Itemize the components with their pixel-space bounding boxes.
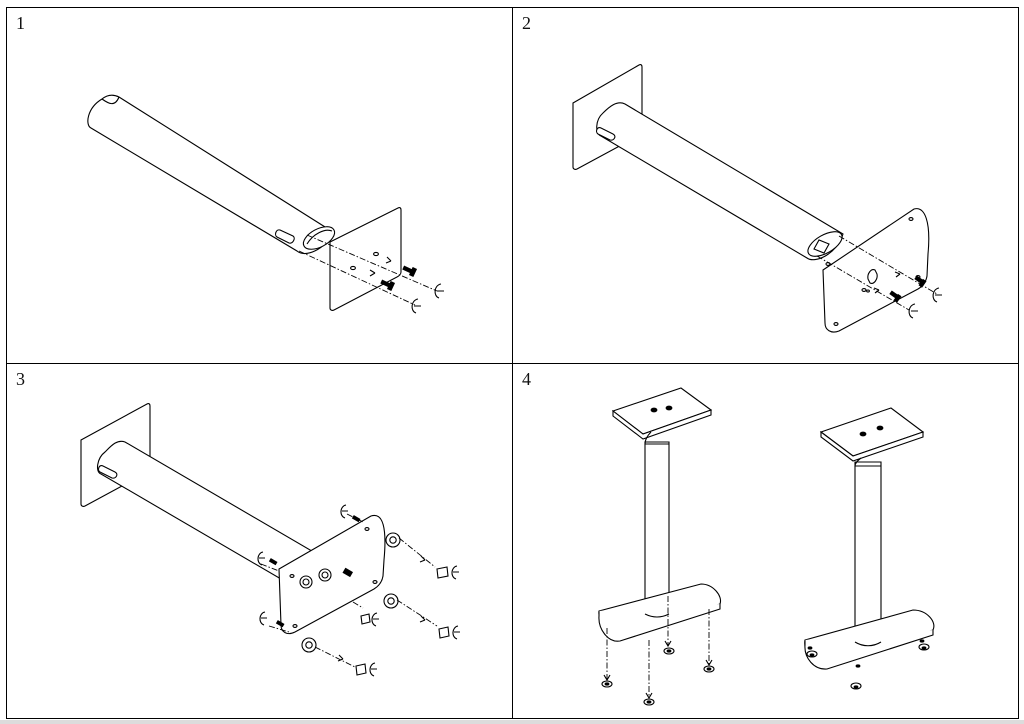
screw-icon: [915, 276, 926, 287]
mounting-plate: [330, 208, 401, 311]
screw-icon: [352, 516, 360, 522]
step-2-number: 2: [522, 13, 531, 33]
spike-foot-icon: [356, 567, 449, 675]
step-3-number: 3: [16, 369, 25, 389]
rubber-pad-icon: [664, 648, 674, 654]
column-tube: [597, 103, 846, 261]
step-1-panel: 1: [6, 7, 513, 364]
c-clip-icon: [452, 566, 459, 579]
arrow-icon: [370, 270, 375, 276]
rubber-pad-icon: [644, 699, 654, 705]
guide-line-lower: [817, 256, 909, 310]
guide-line-5: [269, 626, 289, 632]
guide-line-upper: [307, 235, 437, 291]
step-1-number: 1: [16, 13, 25, 33]
step-2-panel: 2: [512, 7, 1019, 364]
screw-icon: [343, 568, 352, 576]
screw-icon: [269, 559, 277, 565]
arrow-icon: [706, 660, 712, 665]
arrow-icon: [874, 288, 879, 293]
screw-icon: [890, 291, 901, 302]
c-clip-icon: [372, 613, 379, 626]
step-3-panel: 3: [6, 363, 513, 719]
step-3-illustration: [7, 364, 512, 718]
step-4-panel: 4: [512, 363, 1019, 719]
c-clip-icon: [453, 626, 460, 639]
screw-icon: [381, 280, 395, 290]
arrow-icon: [646, 693, 652, 698]
step-2-illustration: [513, 8, 1018, 362]
guide-line-1: [399, 538, 435, 567]
arrow-icon: [604, 675, 610, 680]
step-4-number: 4: [522, 369, 531, 389]
guide-line-4: [261, 564, 279, 571]
arrow-icon: [386, 257, 391, 263]
rubber-pad-icon: [302, 638, 316, 652]
screw-icon: [276, 621, 284, 627]
rubber-pad-icon: [300, 576, 312, 588]
arrow-icon: [420, 616, 425, 622]
arrow-icon: [895, 272, 900, 277]
c-clip-icon: [435, 284, 444, 298]
c-clip-icon: [341, 505, 348, 518]
arrow-icon: [420, 556, 425, 562]
speaker-stand-left: [599, 388, 721, 641]
rubber-pad-icon: [319, 569, 331, 581]
rubber-pad-icon: [704, 666, 714, 672]
rubber-pad-icon: [602, 681, 612, 687]
step-1-illustration: [7, 8, 512, 362]
rubber-pad-icon: [384, 594, 398, 608]
speaker-stand-right: [805, 408, 934, 689]
c-clip-icon: [412, 299, 421, 313]
rubber-pad-icon: [386, 533, 400, 547]
guide-line-3: [315, 647, 355, 667]
column-tube: [88, 95, 338, 254]
guide-line-lower: [299, 251, 415, 305]
c-clip-icon: [909, 304, 918, 318]
arrow-icon: [338, 655, 343, 661]
base-plate: [823, 209, 929, 332]
column-tube: [98, 441, 317, 586]
page-bottom-rule: [0, 720, 1024, 724]
screw-icon: [403, 266, 417, 276]
guide-line-7: [353, 602, 363, 608]
c-clip-icon: [260, 612, 267, 625]
washer-icon: [862, 289, 866, 292]
c-clip-icon: [258, 552, 265, 565]
c-clip-icon: [370, 663, 377, 676]
c-clip-icon: [933, 288, 942, 302]
washer-icon: [867, 290, 870, 292]
step-4-illustration: [513, 364, 1018, 718]
arrow-icon: [665, 641, 671, 646]
base-plate: [279, 515, 385, 633]
guide-line-2: [397, 600, 437, 626]
